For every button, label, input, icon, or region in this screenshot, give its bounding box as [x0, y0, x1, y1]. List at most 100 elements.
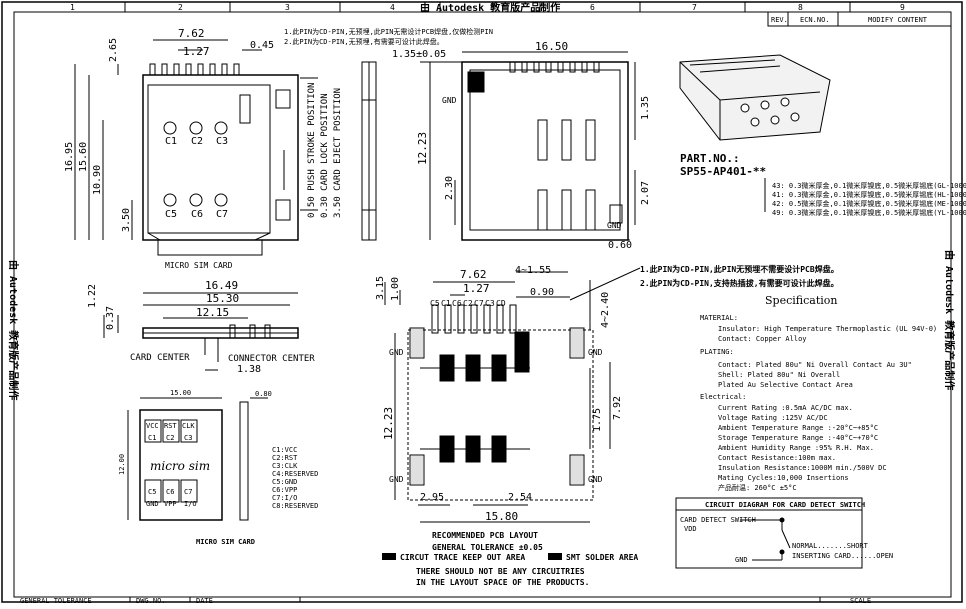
svg-text:C5: C5 [165, 209, 177, 220]
svg-text:15.00: 15.00 [170, 389, 191, 397]
svg-text:C2:RST: C2:RST [272, 454, 298, 462]
smt-legend-label: SMT SOLDER AREA [566, 553, 638, 562]
svg-text:1.27: 1.27 [183, 45, 210, 58]
svg-text:C7:I/O: C7:I/O [272, 494, 297, 502]
front-view-dim-labels: 16.49 15.30 12.15 1.22 0.37 CARD CENTER … [87, 279, 315, 375]
front-view [103, 292, 299, 371]
svg-text:产品耐温: 260°C ±5°C: 产品耐温: 260°C ±5°C [718, 483, 797, 492]
svg-text:CARD DETECT SWITCH: CARD DETECT SWITCH [680, 516, 756, 524]
column-label-3: 3 [285, 3, 290, 12]
spec-title: Specification [765, 294, 837, 307]
svg-text:CLK: CLK [182, 422, 195, 430]
rev-col-rev: REV. [771, 16, 788, 24]
svg-text:0.90: 0.90 [530, 287, 554, 298]
svg-text:0.80: 0.80 [255, 390, 272, 398]
svg-text:0.37: 0.37 [105, 306, 116, 330]
svg-text:C2: C2 [191, 136, 203, 147]
svg-text:41: 0.3微米厚金,0.1微米厚镍底,0.5微米厚锡底(: 41: 0.3微米厚金,0.1微米厚镍底,0.5微米厚锡底(HL-1000) [772, 190, 966, 199]
svg-text:C7: C7 [474, 299, 484, 308]
pcb-layout [384, 267, 641, 523]
svg-text:Mating Cycles:10,000 Insertion: Mating Cycles:10,000 Insertions [718, 474, 849, 482]
card-lock-label: 0.30 CARD LOCK POSITION [320, 93, 330, 218]
svg-text:2.54: 2.54 [508, 492, 532, 503]
svg-text:Shell: Plated 80u" Ni Overall: Shell: Plated 80u" Ni Overall [718, 371, 840, 379]
svg-text:15.30: 15.30 [206, 292, 239, 305]
svg-text:2.07: 2.07 [640, 181, 651, 205]
micro-sim-logo: micro sim [150, 459, 210, 473]
svg-text:4~1.55: 4~1.55 [515, 265, 551, 276]
rev-col-ecn: ECN.NO. [800, 16, 830, 24]
svg-text:Insulation Resistance:1000M mi: Insulation Resistance:1000M min./500V DC [718, 464, 887, 472]
sim-card-caption: MICRO SIM CARD [196, 538, 255, 546]
column-label-4: 4 [390, 3, 395, 12]
part-number: SP55-AP401-** [680, 165, 766, 178]
rev-col-modify: MODIFY CONTENT [868, 16, 928, 24]
svg-text:15.60: 15.60 [78, 142, 89, 172]
svg-text:C7: C7 [216, 209, 228, 220]
specification-block: Specification MATERIAL: Insulator: High … [700, 294, 937, 492]
svg-text:C8:RESERVED: C8:RESERVED [272, 502, 318, 510]
column-label-5: 5 [490, 3, 495, 12]
svg-text:1.38: 1.38 [237, 364, 261, 375]
column-label-1: 1 [70, 3, 75, 12]
micro-sim-card-label: MICRO SIM CARD [165, 261, 233, 270]
side-stamp-right: 由 Autodesk 教育版产品制作 [943, 250, 956, 390]
svg-text:NORMAL.......SHORT: NORMAL.......SHORT [792, 542, 869, 550]
svg-text:C3:CLK: C3:CLK [272, 462, 298, 470]
sheet-title: 由 Autodesk 教育版产品制作 [420, 1, 560, 14]
pcb-cd-note-2: 2.此PIN为CD-PIN,支持热插拔,有需要可设计此焊盘。 [640, 278, 839, 288]
svg-text:42: 0.5微米厚金,0.1微米厚镍底,0.5微米厚锡底(: 42: 0.5微米厚金,0.1微米厚镍底,0.5微米厚锡底(ME-1000) [772, 199, 966, 208]
svg-text:12.15: 12.15 [196, 306, 229, 319]
svg-text:0.45: 0.45 [250, 40, 274, 51]
svg-text:INSERTING CARD......OPEN: INSERTING CARD......OPEN [792, 552, 893, 560]
svg-text:43: 0.3微米厚金,0.1微米厚镍底,0.5微米厚锡底(: 43: 0.3微米厚金,0.1微米厚镍底,0.5微米厚锡底(GL-1000) [772, 181, 966, 190]
svg-text:C7: C7 [184, 488, 192, 496]
svg-text:Contact Resistance:100m max.: Contact Resistance:100m max. [718, 454, 836, 462]
svg-text:C1: C1 [165, 136, 177, 147]
part-number-block: PART.NO.: SP55-AP401-** 43: 0.3微米厚金,0.1微… [680, 152, 966, 217]
svg-text:C2: C2 [166, 434, 174, 442]
push-stroke-label: 0.50 PUSH STROKE POSITION [307, 83, 317, 218]
svg-text:12.23: 12.23 [416, 132, 429, 165]
svg-text:SCALE: SCALE [850, 597, 871, 605]
svg-text:3.50: 3.50 [121, 208, 132, 232]
svg-text:16.49: 16.49 [205, 279, 238, 292]
isometric-view [679, 54, 831, 141]
part-label: PART.NO.: [680, 152, 740, 165]
svg-text:7.62: 7.62 [460, 268, 487, 281]
card-eject-label: 3.50 CARD EJECT POSITION [333, 88, 343, 218]
svg-text:2.65: 2.65 [108, 38, 119, 62]
revision-table: REV. ECN.NO. MODIFY CONTENT [767, 11, 952, 27]
column-label-9: 9 [900, 3, 905, 12]
svg-text:15.80: 15.80 [485, 510, 518, 523]
bottom-view-gnd-top: GND [442, 96, 457, 105]
column-label-7: 7 [692, 3, 697, 12]
svg-text:Current Rating :0.5mA AC/DC ma: Current Rating :0.5mA AC/DC max. [718, 404, 853, 412]
svg-text:49: 0.3微米厚金,0.1微米厚镍底,0.5微米厚锡底(: 49: 0.3微米厚金,0.1微米厚镍底,0.5微米厚锡底(YL-1000) [772, 208, 966, 217]
svg-text:Contact: Plated 80u" Ni Overal: Contact: Plated 80u" Ni Overall Contact … [718, 361, 912, 369]
svg-text:Storage Temperature Range :-40: Storage Temperature Range :-40°C~+70°C [718, 434, 878, 442]
svg-text:C6: C6 [191, 209, 203, 220]
pcb-gnd-top-left: GND [389, 348, 404, 357]
svg-text:7.92: 7.92 [612, 396, 623, 420]
svg-text:PLATING:: PLATING: [700, 348, 734, 356]
svg-text:C5: C5 [430, 299, 440, 308]
svg-text:C3: C3 [485, 299, 495, 308]
pcb-tolerance: GENERAL TOLERANCE ±0.05 [432, 543, 543, 552]
pcb-gnd-bottom-left: GND [389, 475, 404, 484]
svg-text:2.30: 2.30 [444, 176, 455, 200]
svg-text:C5:GND: C5:GND [272, 478, 297, 486]
thickness-dim: 1.35±0.05 [392, 49, 446, 60]
svg-text:C6: C6 [452, 299, 462, 308]
svg-text:GND: GND [146, 500, 159, 508]
svg-text:1.22: 1.22 [87, 284, 98, 308]
pcb-layout-labels: 7.62 4~1.55 1.27 0.90 3.15 1.00 4~2.40 1… [375, 264, 839, 587]
pcb-layout-title: RECOMMENDED PCB LAYOUT [432, 531, 538, 540]
side-stamp-left: 由 Autodesk 教育版产品制作 [7, 260, 20, 400]
keepout-legend-swatch [382, 553, 396, 560]
svg-text:DWG.NO.: DWG.NO. [136, 597, 166, 605]
svg-text:C5: C5 [148, 488, 156, 496]
